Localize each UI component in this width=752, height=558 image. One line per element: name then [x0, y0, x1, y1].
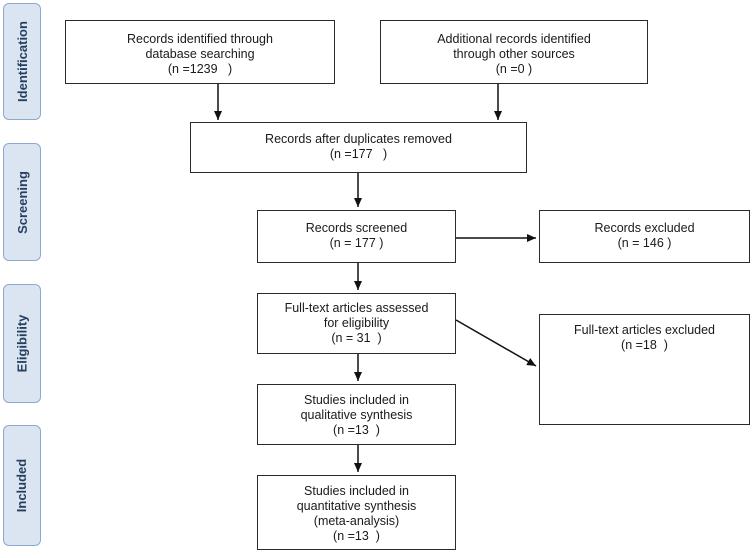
- quantitative-count: (n =13 ): [333, 529, 380, 543]
- box-fulltext-assessed: Full-text articles assessed for eligibil…: [257, 293, 456, 354]
- phase-identification-label: Identification: [14, 21, 30, 102]
- box-records-excluded: Records excluded (n = 146 ): [539, 210, 750, 263]
- box-fulltext-excluded: Full-text articles excluded (n =18 ): [539, 314, 750, 425]
- fulltext-assessed-line2: for eligibility: [323, 316, 390, 330]
- after-duplicates-line1: Records after duplicates removed: [265, 132, 452, 146]
- after-duplicates-count: (n =177 ): [329, 147, 388, 161]
- fulltext-excluded-line1: Full-text articles excluded: [573, 323, 716, 337]
- records-screened-line1: Records screened: [305, 221, 408, 235]
- phase-eligibility: Eligibility: [3, 284, 41, 403]
- qualitative-count: (n =13 ): [333, 423, 380, 437]
- phase-included: Included: [3, 425, 41, 546]
- phase-identification: Identification: [3, 3, 41, 120]
- other-sources-count: (n =0 ): [495, 62, 533, 76]
- records-excluded-line1: Records excluded: [594, 221, 695, 235]
- qualitative-line1: Studies included in: [304, 393, 409, 407]
- phase-screening: Screening: [3, 143, 41, 261]
- box-qualitative-synthesis: Studies included in qualitative synthesi…: [257, 384, 456, 445]
- box-records-screened: Records screened (n = 177 ): [257, 210, 456, 263]
- records-excluded-count: (n = 146 ): [617, 236, 672, 250]
- qualitative-line2: qualitative synthesis: [300, 408, 413, 422]
- quantitative-line2: quantitative synthesis: [296, 499, 417, 513]
- box-database-search: Records identified through database sear…: [65, 20, 335, 84]
- other-sources-line2: through other sources: [453, 47, 575, 61]
- fulltext-excluded-count: (n =18 ): [621, 338, 668, 352]
- phase-eligibility-label: Eligibility: [14, 314, 30, 373]
- box-other-sources: Additional records identified through ot…: [380, 20, 648, 84]
- quantitative-line1: Studies included in: [304, 484, 409, 498]
- database-search-line1: Records identified through: [127, 32, 273, 46]
- phase-screening-label: Screening: [14, 170, 30, 234]
- box-quantitative-synthesis: Studies included in quantitative synthes…: [257, 475, 456, 550]
- fulltext-assessed-line1: Full-text articles assessed: [284, 301, 429, 315]
- fulltext-assessed-count: (n = 31 ): [331, 331, 382, 345]
- other-sources-line1: Additional records identified: [437, 32, 591, 46]
- records-screened-count: (n = 177 ): [329, 236, 384, 250]
- phase-included-label: Included: [14, 458, 30, 513]
- database-search-line2: database searching: [145, 47, 255, 61]
- quantitative-line3: (meta-analysis): [313, 514, 400, 528]
- box-after-duplicates: Records after duplicates removed (n =177…: [190, 122, 527, 173]
- database-search-count: (n =1239 ): [167, 62, 233, 76]
- arrow-fulltext-to-excluded: [455, 319, 537, 367]
